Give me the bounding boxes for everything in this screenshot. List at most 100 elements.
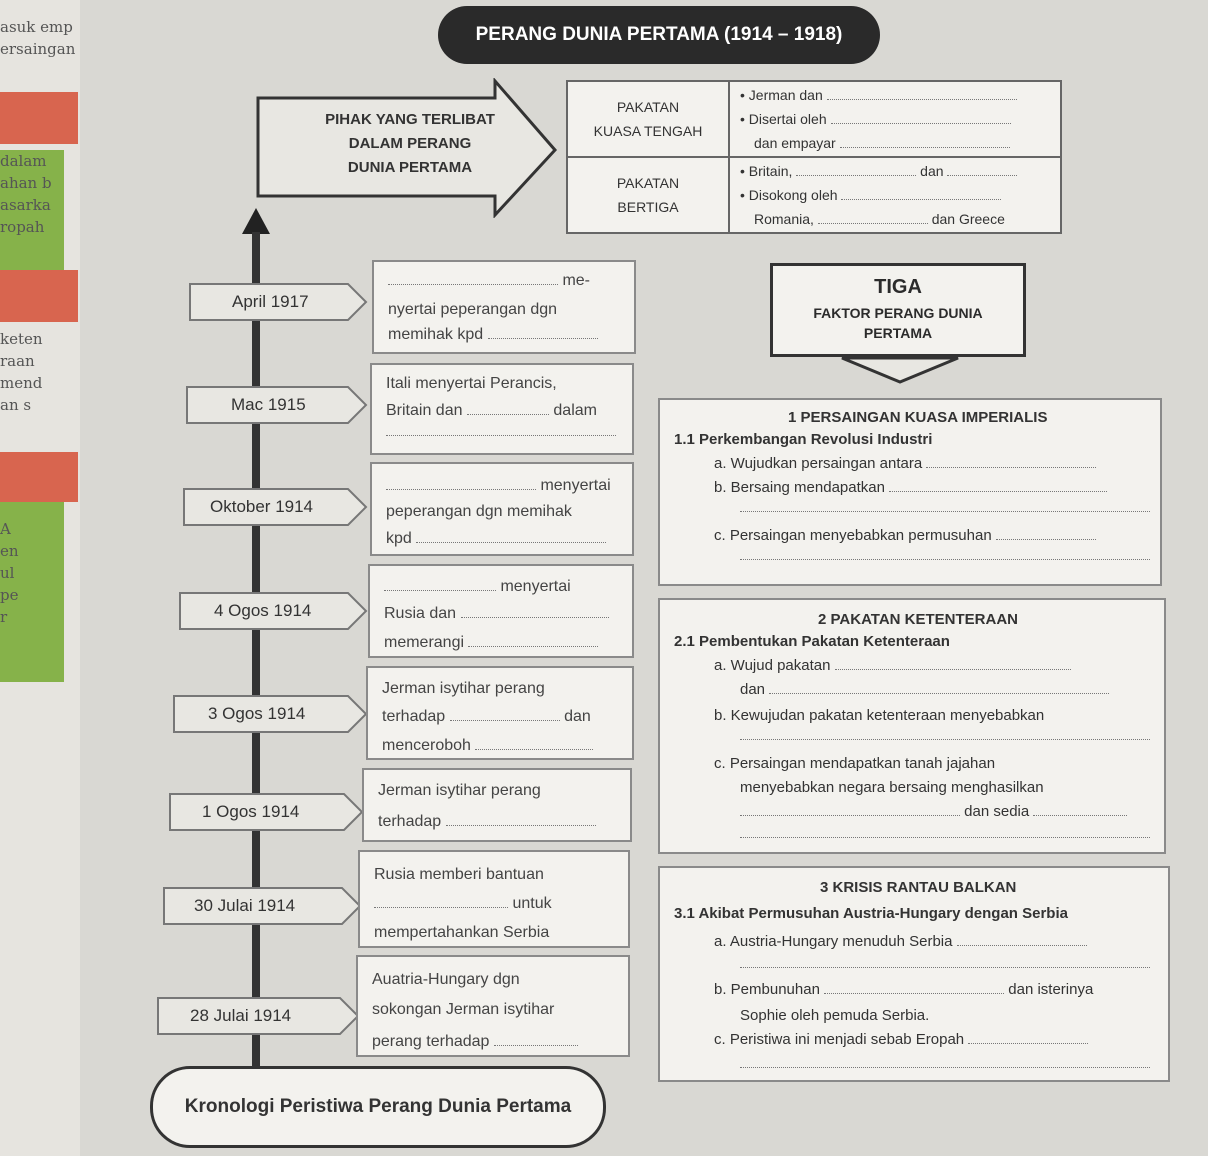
blank-line[interactable] xyxy=(740,739,1150,740)
question-text: a. Wujudkan persaingan antara xyxy=(714,455,923,472)
event-text: kpd xyxy=(386,530,412,547)
blank-line[interactable] xyxy=(386,435,616,436)
page-title: PERANG DUNIA PERTAMA (1914 – 1918) xyxy=(438,6,880,64)
event-text: untuk xyxy=(512,895,552,912)
item-text: Disertai oleh xyxy=(748,111,831,127)
blank-line[interactable] xyxy=(889,491,1108,492)
blank-line[interactable] xyxy=(487,338,598,339)
blank-line[interactable] xyxy=(740,1067,1150,1068)
tiga-sub: FAKTOR PERANG DUNIA xyxy=(813,305,983,321)
question-c: c. Peristiwa ini menjadi sebab Eropah xyxy=(714,1028,1089,1052)
blank-line[interactable] xyxy=(968,1043,1089,1044)
date-arrow-30-julai-1914: 30 Julai 1914 xyxy=(162,886,376,926)
date-label: Mac 1915 xyxy=(231,395,306,414)
event-line: Britain dan dalam xyxy=(386,396,597,425)
event-text: mempertahankan Serbia xyxy=(374,924,550,941)
event-text: me- xyxy=(562,272,591,289)
event-text: peperangan dgn memihak xyxy=(386,503,572,520)
blank-line[interactable] xyxy=(416,542,607,543)
answer-line xyxy=(740,724,1150,748)
event-line xyxy=(386,417,616,446)
blank-line[interactable] xyxy=(740,559,1150,560)
item-text: Britain, xyxy=(748,163,797,179)
item-line: dan empayar xyxy=(740,131,1059,155)
question-text: c. Persaingan menyebabkan permusuhan xyxy=(714,527,992,544)
event-line: kpd xyxy=(386,524,607,553)
blank-line[interactable] xyxy=(475,749,594,750)
date-label: April 1917 xyxy=(232,292,309,311)
red-band xyxy=(0,452,78,502)
strip-text: ul xyxy=(0,564,15,582)
strip-text: ersaingan xyxy=(0,40,76,58)
blank-line[interactable] xyxy=(445,825,596,826)
section-subtitle: 3.1 Akibat Permusuhan Austria-Hungary de… xyxy=(674,905,1068,922)
label-line: BERTIGA xyxy=(617,199,679,215)
date-arrow-oktober-1914: Oktober 1914 xyxy=(182,487,382,527)
item-line: • Disokong oleh xyxy=(740,183,1059,207)
tiga-sub: PERTAMA xyxy=(863,325,933,341)
arrow-label: PIHAK YANG TERLIBAT DALAM PERANG DUNIA P… xyxy=(290,108,530,180)
event-text: Rusia memberi bantuan xyxy=(374,866,544,883)
item-text: Jerman dan xyxy=(748,87,827,103)
blank-line[interactable] xyxy=(947,175,1018,176)
event-text: Jerman isytihar perang xyxy=(382,680,545,697)
blank-line[interactable] xyxy=(817,223,928,224)
blank-line[interactable] xyxy=(841,199,1002,200)
blank-line[interactable] xyxy=(826,99,1017,100)
event-text: nyertai peperangan dgn xyxy=(388,301,558,318)
blank-line[interactable] xyxy=(824,993,1005,994)
blank-line[interactable] xyxy=(384,590,496,591)
blank-line[interactable] xyxy=(740,837,1150,838)
event-text: perang terhadap xyxy=(372,1033,490,1050)
event-box-30-julai-1914: Rusia memberi bantuan untuk mempertahank… xyxy=(358,850,630,948)
adjacent-page-strip: asuk emp ersaingan dalam ahan b asarka r… xyxy=(0,0,80,1156)
event-text: Auatria-Hungary dgn xyxy=(372,971,520,988)
blank-line[interactable] xyxy=(769,693,1110,694)
blank-line[interactable] xyxy=(1033,815,1128,816)
blank-line[interactable] xyxy=(374,907,508,908)
blank-line[interactable] xyxy=(388,284,558,285)
blank-line[interactable] xyxy=(956,945,1087,946)
blank-line[interactable] xyxy=(830,123,1011,124)
event-line: menyertai xyxy=(386,471,611,500)
blank-line[interactable] xyxy=(466,414,549,415)
section-persaingan-kuasa-imperialis: 1 PERSAINGAN KUASA IMPERIALIS 1.1 Perkem… xyxy=(658,398,1162,586)
question-text: b. Bersaing mendapatkan xyxy=(714,479,885,496)
blank-line[interactable] xyxy=(740,511,1150,512)
event-box-mac-1915: Itali menyertai Perancis, Britain dan da… xyxy=(370,363,634,455)
answer-line xyxy=(740,544,1150,568)
question-a: a. Wujud pakatan xyxy=(714,654,1071,678)
section-title: 3 KRISIS RANTAU BALKAN xyxy=(820,879,1017,896)
blank-line[interactable] xyxy=(460,617,609,618)
question-text: b. Pembunuhan xyxy=(714,981,820,998)
question-text: c. Peristiwa ini menjadi sebab Eropah xyxy=(714,1031,965,1048)
blank-line[interactable] xyxy=(493,1045,578,1046)
blank-line[interactable] xyxy=(995,539,1096,540)
blank-line[interactable] xyxy=(839,147,1010,148)
blank-line[interactable] xyxy=(834,669,1071,670)
date-label: 28 Julai 1914 xyxy=(190,1006,292,1025)
tiga-heading: TIGA xyxy=(874,276,922,298)
blank-line[interactable] xyxy=(449,720,560,721)
event-text: Itali menyertai Perancis, xyxy=(386,375,557,392)
strip-text: ropah xyxy=(0,218,45,236)
event-text: dalam xyxy=(553,402,597,419)
blank-line[interactable] xyxy=(468,646,599,647)
event-text: Jerman isytihar perang xyxy=(378,782,541,799)
event-line: memihak kpd xyxy=(388,320,598,349)
event-line: menyertai xyxy=(384,572,571,601)
answer-line xyxy=(740,1052,1150,1076)
tiga-faktor-box: TIGA FAKTOR PERANG DUNIA PERTAMA xyxy=(770,263,1026,357)
question-text: dan xyxy=(740,681,766,698)
event-box-4-ogos-1914: menyertai Rusia dan memerangi xyxy=(368,564,634,658)
answer-line xyxy=(740,822,1150,846)
blank-line[interactable] xyxy=(926,467,1097,468)
question-c-cont: dan sedia xyxy=(740,800,1128,824)
blank-line[interactable] xyxy=(386,489,536,490)
blank-line[interactable] xyxy=(740,967,1150,968)
blank-line[interactable] xyxy=(740,815,960,816)
blank-line[interactable] xyxy=(796,175,917,176)
arrow-label-line: PIHAK YANG TERLIBAT xyxy=(325,111,495,128)
pakatan-bertiga-items: • Britain, dan • Disokong oleh Romania, … xyxy=(728,156,1062,234)
event-text: Rusia dan xyxy=(384,605,457,622)
